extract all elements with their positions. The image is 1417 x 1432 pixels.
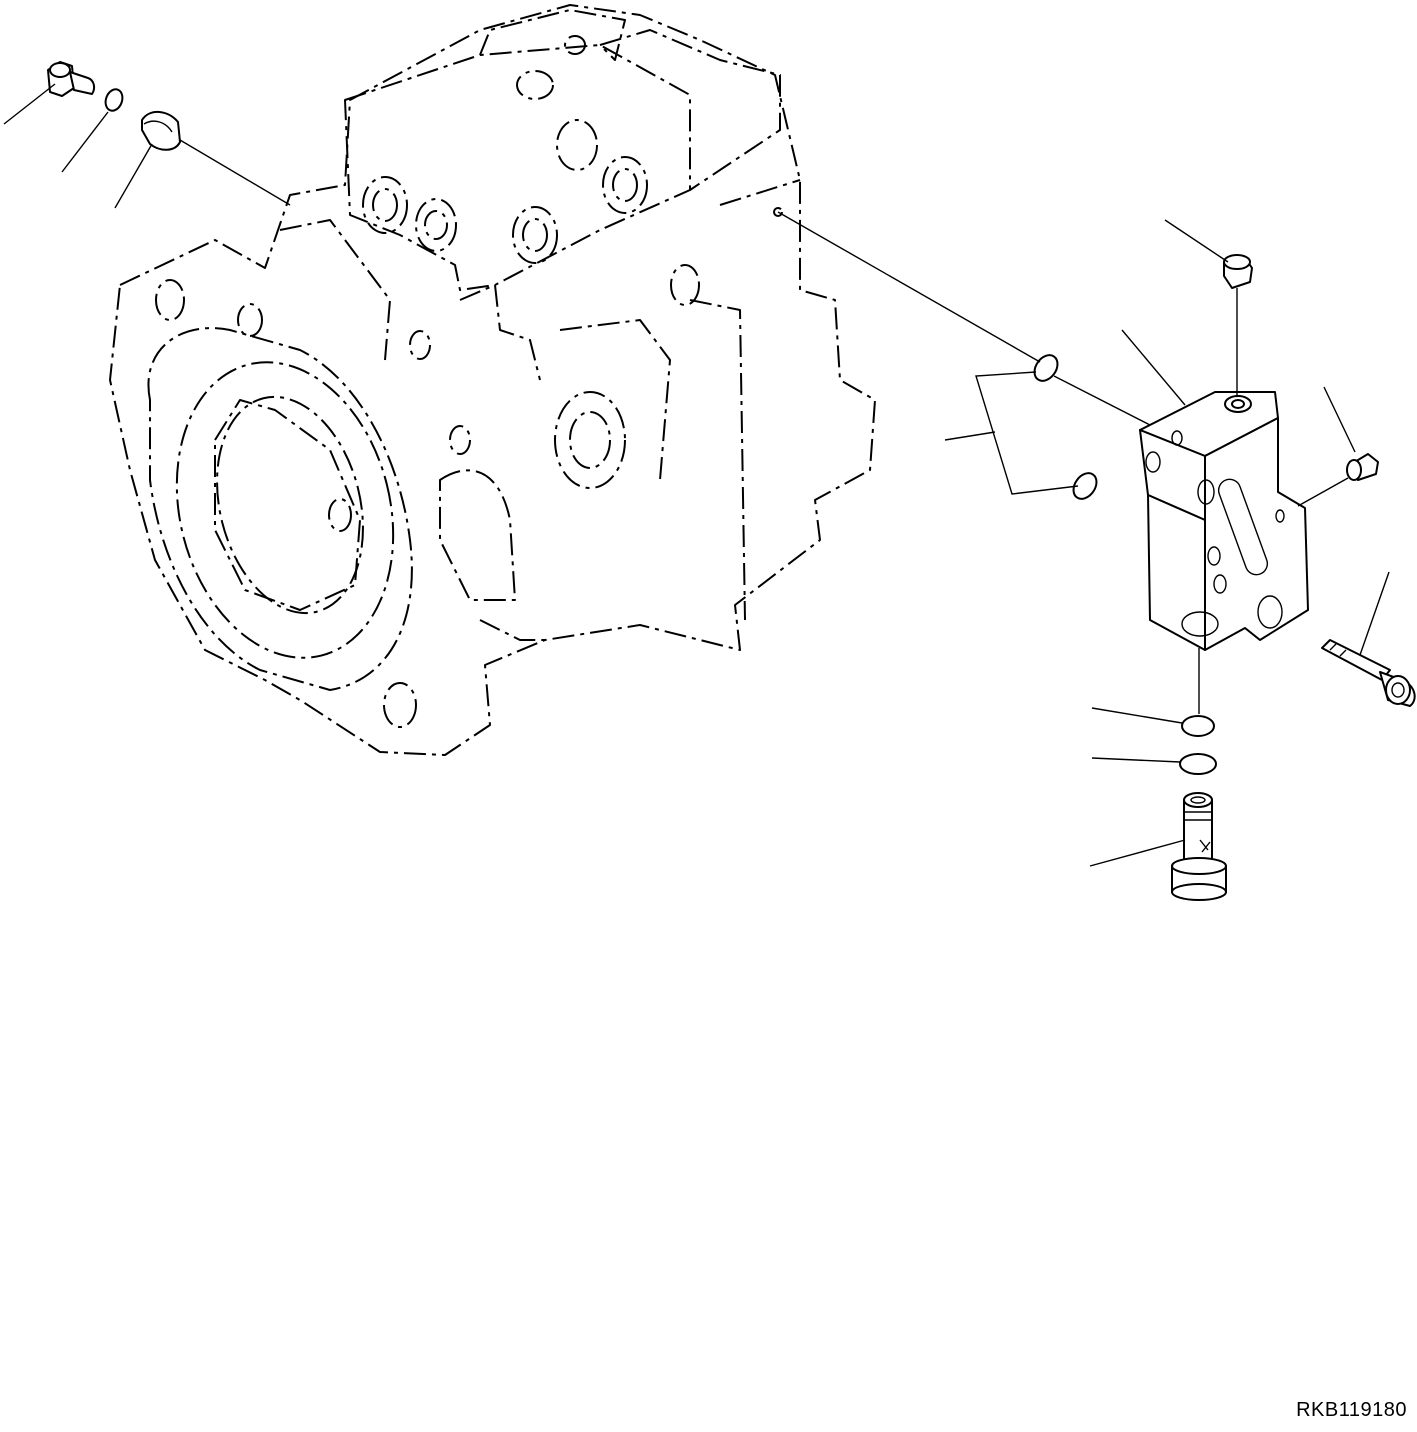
mounting-bolt — [1321, 639, 1416, 707]
o-ring-small — [104, 88, 124, 112]
o-ring-bottom-1 — [1181, 715, 1215, 737]
leader-lines — [3, 83, 1390, 867]
o-ring-upper — [1033, 354, 1059, 382]
hydraulic-pump-assembly — [109, 4, 876, 756]
plug-bolt — [47, 61, 96, 97]
top-plug — [1223, 254, 1253, 289]
drawing-code-label: RKB119180 — [1296, 1399, 1407, 1421]
valve-block — [1139, 391, 1309, 651]
o-ring-bottom-2 — [1179, 753, 1217, 775]
plug-cap — [141, 111, 181, 151]
valve-cartridge — [1171, 792, 1227, 901]
o-ring-lower — [1072, 472, 1098, 500]
side-plug — [1346, 453, 1379, 481]
